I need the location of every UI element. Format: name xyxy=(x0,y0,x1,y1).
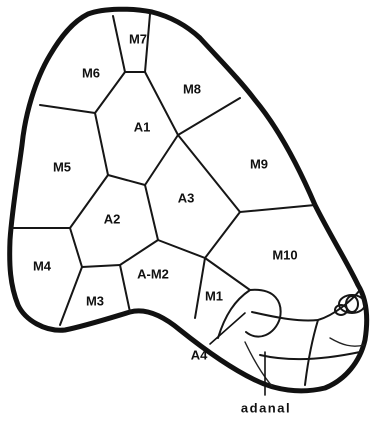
label-m8: M8 xyxy=(183,81,201,96)
label-m1: M1 xyxy=(205,288,223,303)
label-a4: A4 xyxy=(191,347,208,362)
label-a1: A1 xyxy=(134,119,151,134)
label-m10: M10 xyxy=(272,247,297,262)
label-adanal: adanal xyxy=(241,400,291,415)
label-m5: M5 xyxy=(53,159,71,174)
label-m3: M3 xyxy=(86,293,104,308)
label-a-m2: A-M2 xyxy=(137,266,169,281)
label-m9: M9 xyxy=(250,156,268,171)
label-m6: M6 xyxy=(82,65,100,80)
label-m7: M7 xyxy=(129,31,147,46)
label-m4: M4 xyxy=(33,258,52,273)
label-a3: A3 xyxy=(178,190,195,205)
label-a2: A2 xyxy=(104,211,121,226)
